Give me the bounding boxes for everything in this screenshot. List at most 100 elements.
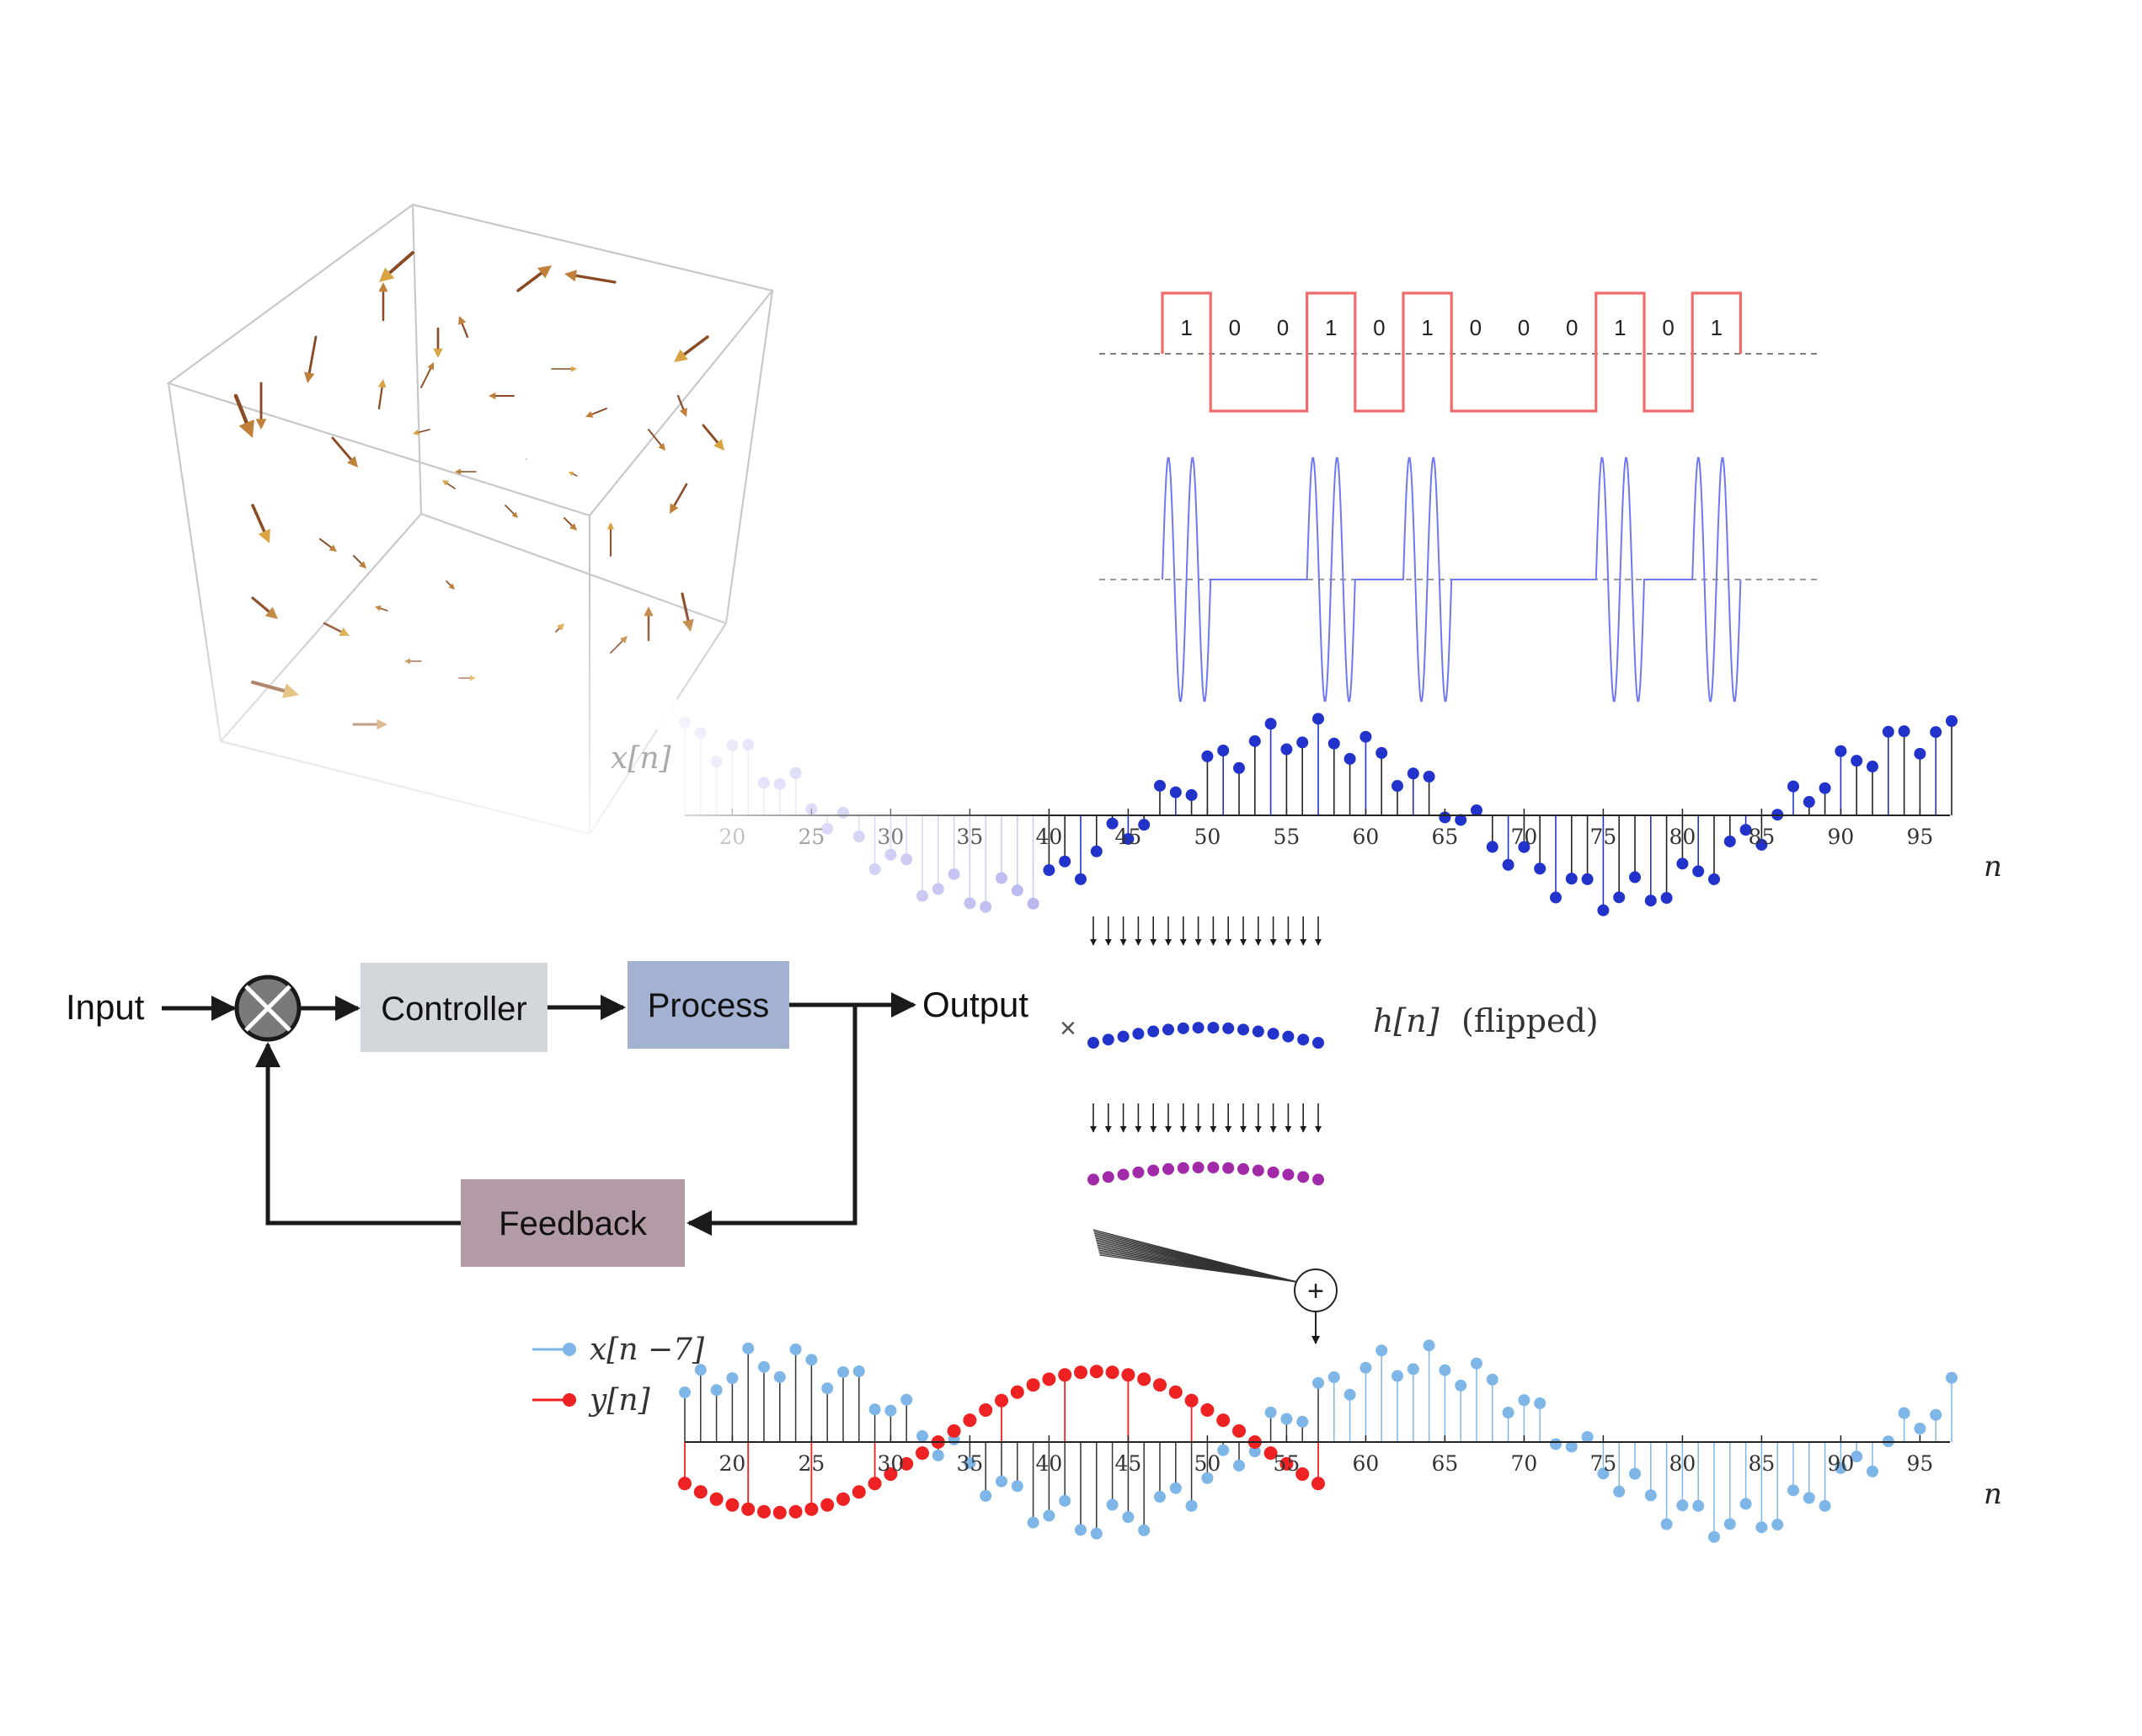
stem-dot <box>1835 745 1847 757</box>
y-dot <box>1279 1456 1294 1471</box>
product-dot <box>1162 1162 1174 1175</box>
bit-label: 0 <box>1470 315 1482 340</box>
bit-label: 0 <box>1566 315 1578 340</box>
y-dot <box>709 1492 724 1506</box>
stem-dot <box>1296 736 1309 749</box>
stem-dot <box>1154 779 1166 792</box>
tick-label: 70 <box>1510 825 1537 849</box>
y-dot <box>947 1424 961 1438</box>
stem-dot <box>1534 863 1546 875</box>
kernel-dot <box>1132 1028 1145 1040</box>
tick-label: 85 <box>1748 825 1775 849</box>
stem-dot <box>1803 796 1815 809</box>
tick-label: 45 <box>1114 825 1141 849</box>
down-arrows-row2 <box>1090 1103 1322 1133</box>
plus-sign: + <box>1307 1275 1324 1307</box>
kernel-dot <box>1207 1022 1220 1034</box>
stem-dot <box>1090 845 1103 857</box>
stem-dot <box>1723 835 1736 847</box>
y-dot <box>1184 1393 1199 1407</box>
convolution-panel: × h[n] (flipped) + <box>1060 916 1599 1344</box>
field-arrow-icon <box>516 265 552 292</box>
field-arrow-icon <box>674 335 709 362</box>
field-arrow-icon <box>670 483 688 514</box>
x-delay-dot <box>773 1370 786 1383</box>
kernel-dot <box>1282 1030 1295 1043</box>
x-delay-dot <box>710 1384 723 1397</box>
left-fade <box>657 699 1053 935</box>
y-dot <box>1168 1385 1183 1399</box>
y-dot <box>788 1504 803 1519</box>
x-delay-dot <box>694 1364 707 1376</box>
x-delay-dot <box>1154 1491 1166 1504</box>
tick-label: 75 <box>1589 1451 1616 1476</box>
fan-line <box>1099 1254 1298 1283</box>
x-delay-dot <box>1534 1397 1546 1409</box>
x-delay-dot <box>1629 1467 1641 1480</box>
field-arrow-icon <box>551 366 577 372</box>
tick-label: 85 <box>1748 1451 1775 1476</box>
bit-label: 0 <box>1229 315 1241 340</box>
bit-square-wave <box>1161 291 1742 413</box>
stem-dot <box>1280 743 1293 756</box>
stem-dot <box>1898 725 1910 738</box>
x-delay-dot <box>1027 1516 1039 1529</box>
tick-label: 20 <box>718 1451 745 1476</box>
x-delay-dot <box>1359 1361 1372 1374</box>
y-dot <box>741 1502 756 1516</box>
stem-dot <box>1343 752 1356 765</box>
bit-label: 0 <box>1277 315 1289 340</box>
tick-label: 40 <box>1035 1451 1062 1476</box>
stem-dot <box>1819 782 1831 794</box>
y-dot <box>1026 1378 1040 1392</box>
y-dot <box>836 1492 850 1506</box>
product-dot <box>1312 1173 1324 1186</box>
bit-label: 1 <box>1180 315 1192 340</box>
y-dot <box>916 1446 929 1461</box>
x-delay-dot <box>1803 1492 1815 1504</box>
kernel-dot <box>1267 1028 1279 1040</box>
x-delay-dot <box>1248 1445 1261 1458</box>
kernel-dot <box>1117 1030 1130 1043</box>
field-arrow-icon <box>606 522 615 557</box>
n-axis-label-bottom: n <box>1984 1477 2002 1511</box>
delayed-input-stems <box>679 1339 1958 1543</box>
x-delay-dot <box>1914 1423 1926 1435</box>
x-delay-dot <box>1407 1363 1419 1375</box>
field-arrow-icon <box>455 468 477 475</box>
kernel-dot <box>1222 1022 1235 1034</box>
tick-label: 90 <box>1827 1451 1854 1476</box>
x-delay-dot <box>1471 1357 1482 1370</box>
stem-dot <box>1375 746 1388 759</box>
tick-label: 50 <box>1194 825 1221 849</box>
stem-dot <box>1075 873 1087 885</box>
bit-label: 1 <box>1614 315 1626 340</box>
stem-dot <box>1755 838 1768 851</box>
x-delay-dot <box>1723 1518 1736 1530</box>
x-delay-dot <box>1550 1438 1562 1450</box>
x-delay-dot <box>1106 1498 1119 1511</box>
x-delay-dot <box>1771 1519 1784 1531</box>
x-delay-dot <box>1597 1467 1610 1480</box>
y-dot <box>1216 1413 1231 1428</box>
field-arrow-icon <box>304 335 318 383</box>
product-dot <box>1297 1171 1310 1183</box>
stem-dot <box>1312 713 1324 725</box>
stem-dot <box>1660 892 1673 905</box>
x-delay-dot <box>1122 1511 1135 1524</box>
field-arrow-icon <box>505 505 518 518</box>
stem-dot <box>1122 832 1135 845</box>
x-delay-dot <box>1296 1415 1309 1428</box>
x-delay-dot <box>1217 1444 1230 1456</box>
product-dot <box>1147 1164 1160 1177</box>
product-dot <box>1102 1171 1114 1183</box>
tick-label: 60 <box>1352 825 1379 849</box>
x-delay-dot <box>932 1449 944 1461</box>
kernel-dot <box>1192 1022 1205 1034</box>
tick-label: 60 <box>1352 1451 1379 1476</box>
y-dot <box>852 1485 866 1499</box>
